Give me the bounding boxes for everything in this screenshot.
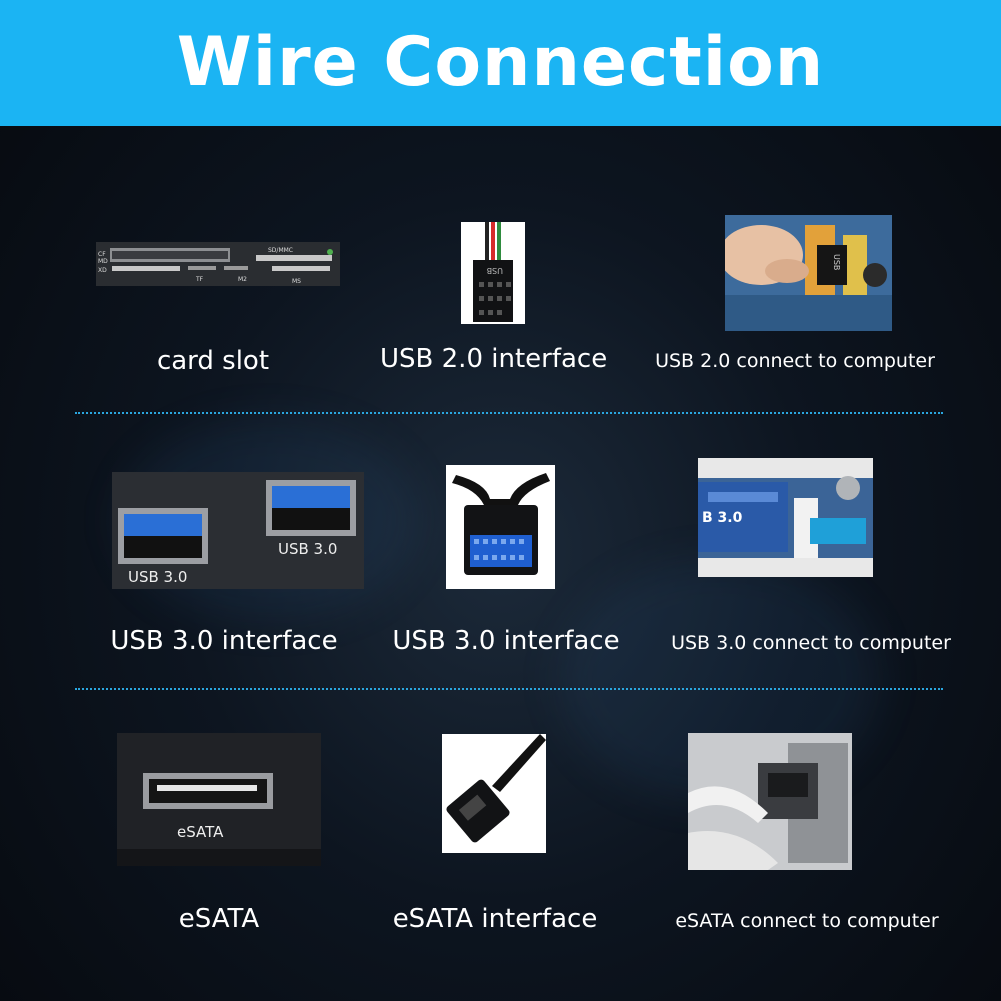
motherboard-esata-graphic bbox=[688, 733, 852, 870]
caption-esata-interface: eSATA interface bbox=[392, 904, 598, 934]
usb3-motherboard-image: B 3.0 bbox=[698, 458, 873, 577]
slot-label: XD bbox=[98, 267, 107, 274]
usb2-mark: USB bbox=[487, 266, 503, 275]
usb2-connector-graphic: USB bbox=[461, 222, 525, 324]
caption-usb2-interface: USB 2.0 interface bbox=[380, 344, 608, 374]
esata-port-image: eSATA bbox=[117, 733, 321, 866]
esata-motherboard-image bbox=[688, 733, 852, 870]
esata-cable-image bbox=[442, 734, 546, 853]
caption-usb3-interface-2: USB 3.0 interface bbox=[392, 626, 620, 656]
board-label: B 3.0 bbox=[702, 510, 743, 526]
slot-label: CF bbox=[98, 251, 106, 258]
slot-label: SD/MMC bbox=[268, 247, 293, 254]
caption-usb3-interface: USB 3.0 interface bbox=[110, 626, 338, 656]
port-label: USB 3.0 bbox=[128, 568, 187, 586]
row-divider bbox=[75, 412, 943, 414]
caption-usb2-connect: USB 2.0 connect to computer bbox=[655, 350, 935, 372]
usb2-mark: USB bbox=[832, 254, 841, 270]
slot-label: TF bbox=[195, 276, 204, 283]
card-reader-panel-graphic: CF MD XD SD/MMC TF M2 MS bbox=[96, 242, 340, 286]
esata-cable-graphic bbox=[442, 734, 546, 853]
port-label: USB 3.0 bbox=[278, 540, 337, 558]
motherboard-usb3-graphic: B 3.0 bbox=[698, 458, 873, 577]
usb2-header-image: USB bbox=[461, 222, 525, 324]
row-divider bbox=[75, 688, 943, 690]
usb2-motherboard-image: USB bbox=[725, 215, 892, 331]
slot-label: MD bbox=[98, 258, 108, 265]
usb3-connector-graphic bbox=[446, 465, 555, 589]
card-slot-image: CF MD XD SD/MMC TF M2 MS bbox=[96, 242, 340, 286]
slot-label: M2 bbox=[238, 276, 247, 283]
port-label: eSATA bbox=[177, 823, 224, 841]
caption-esata: eSATA bbox=[178, 904, 260, 934]
caption-card-slot: card slot bbox=[156, 346, 270, 376]
slot-label: MS bbox=[292, 278, 301, 285]
usb3-front-panel-image: USB 3.0 USB 3.0 bbox=[112, 472, 364, 589]
motherboard-usb2-graphic: USB bbox=[725, 215, 892, 331]
page-title: Wire Connection bbox=[176, 23, 825, 102]
header-banner: Wire Connection bbox=[0, 0, 1001, 126]
caption-usb3-connect: USB 3.0 connect to computer bbox=[671, 632, 951, 654]
usb3-header-image bbox=[446, 465, 555, 589]
usb3-ports-graphic: USB 3.0 USB 3.0 bbox=[112, 472, 364, 589]
esata-port-graphic: eSATA bbox=[117, 733, 321, 866]
caption-esata-connect: eSATA connect to computer bbox=[675, 910, 939, 932]
